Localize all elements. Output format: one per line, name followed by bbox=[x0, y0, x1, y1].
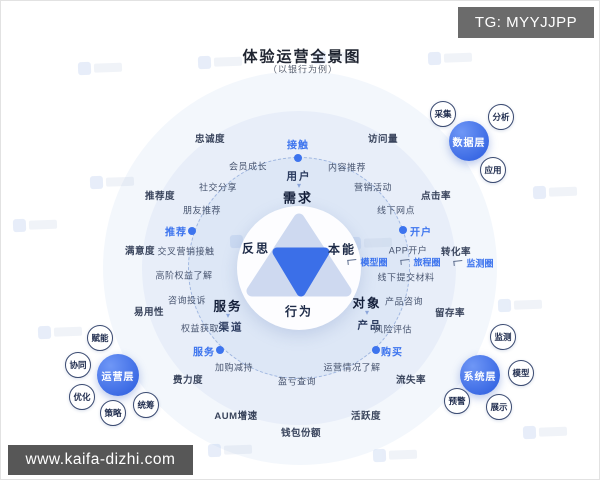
layer-circle-data: 数据层 bbox=[449, 121, 489, 161]
layer-circle-system: 系统层 bbox=[460, 355, 500, 395]
website-url-badge: www.kaifa-dizhi.com bbox=[8, 445, 193, 475]
journey-label: 内容推荐 bbox=[327, 162, 367, 173]
touchpoint-contact: 接触 bbox=[287, 140, 309, 152]
watermark-logo bbox=[197, 55, 243, 70]
metric-label: 易用性 bbox=[133, 307, 165, 318]
touchpoint-dot bbox=[372, 346, 380, 354]
journey-label: 运营情况了解 bbox=[323, 362, 381, 373]
ring-label-journey: 旅程圈 bbox=[413, 257, 441, 268]
watermark-logo bbox=[77, 61, 123, 76]
satellite-circle: 监测 bbox=[490, 324, 516, 350]
watermark-logo bbox=[532, 185, 578, 200]
watermark-logo bbox=[12, 218, 58, 233]
vertex-right-sub: 产品 bbox=[357, 319, 383, 332]
brain-levels-triangle-emblem bbox=[246, 213, 352, 297]
watermark-logo bbox=[522, 425, 568, 440]
vertex-left-label: 服务 bbox=[213, 299, 243, 314]
vertex-top-label: 用户 bbox=[286, 170, 312, 183]
vertex-left-sub: 渠道 bbox=[218, 321, 244, 334]
journey-label: 线下提交材料 bbox=[377, 272, 435, 283]
leader-arrow-icon bbox=[400, 259, 410, 265]
journey-label: 会员成长 bbox=[228, 161, 268, 172]
journey-label: 权益获取 bbox=[180, 323, 220, 334]
tg-contact-badge: TG: MYYJJPP bbox=[458, 7, 594, 38]
touchpoint-service: 服务 bbox=[193, 347, 215, 359]
metric-label: 留存率 bbox=[434, 308, 466, 319]
touchpoint-dot bbox=[188, 227, 196, 235]
metric-label: AUM增速 bbox=[214, 411, 258, 422]
touchpoint-dot bbox=[399, 226, 407, 234]
journey-label: 社交分享 bbox=[198, 182, 238, 193]
triangle-label-reflect: 反思 bbox=[241, 241, 271, 256]
journey-label: 交叉营销接触 bbox=[157, 246, 215, 257]
watermark-logo bbox=[207, 443, 253, 458]
triangle-label-instinct: 本能 bbox=[327, 242, 357, 257]
metric-label: 满意度 bbox=[124, 246, 156, 257]
journey-label: 朋友推荐 bbox=[182, 205, 222, 216]
satellite-circle: 优化 bbox=[69, 384, 95, 410]
journey-label: 产品咨询 bbox=[384, 296, 424, 307]
ring-label-model: 模型圈 bbox=[360, 257, 388, 268]
touchpoint-open-account: 开户 bbox=[410, 227, 432, 239]
satellite-circle: 协同 bbox=[65, 352, 91, 378]
chevron-down-icon: ▾ bbox=[225, 311, 231, 320]
satellite-circle: 预警 bbox=[444, 388, 470, 414]
journey-label: 线下网点 bbox=[376, 205, 416, 216]
satellite-circle: 统筹 bbox=[133, 392, 159, 418]
metric-label: 忠诚度 bbox=[194, 134, 226, 145]
vertex-top-sub: 需求 bbox=[282, 190, 314, 206]
journey-label: 营销活动 bbox=[353, 182, 393, 193]
journey-label: 咨询投诉 bbox=[167, 295, 207, 306]
page-subtitle: （以银行为例） bbox=[267, 64, 339, 75]
metric-label: 点击率 bbox=[420, 191, 452, 202]
metric-label: 推荐度 bbox=[144, 191, 176, 202]
metric-label: 活跃度 bbox=[350, 411, 382, 422]
satellite-circle: 策略 bbox=[100, 400, 126, 426]
watermark-logo bbox=[427, 51, 473, 66]
watermark-logo bbox=[497, 298, 543, 313]
watermark-logo bbox=[37, 325, 83, 340]
metric-label: 流失率 bbox=[395, 375, 427, 386]
satellite-circle: 模型 bbox=[508, 360, 534, 386]
touchpoint-dot bbox=[294, 154, 302, 162]
journey-label: 高阶权益了解 bbox=[155, 270, 213, 281]
journey-label: 风险评估 bbox=[373, 324, 413, 335]
metric-label: 转化率 bbox=[440, 247, 472, 258]
touchpoint-recommend: 推荐 bbox=[165, 227, 187, 239]
downward-triangle bbox=[272, 247, 330, 297]
journey-label: APP开户 bbox=[388, 245, 428, 256]
touchpoint-dot bbox=[216, 346, 224, 354]
layer-circle-ops: 运营层 bbox=[97, 354, 139, 396]
metric-label: 费力度 bbox=[172, 375, 204, 386]
leader-arrow-icon bbox=[453, 260, 463, 266]
satellite-circle: 应用 bbox=[480, 157, 506, 183]
chevron-down-icon: ▾ bbox=[296, 181, 302, 190]
metric-label: 访问量 bbox=[367, 134, 399, 145]
watermark-logo bbox=[89, 175, 135, 190]
triangle-label-behavior: 行为 bbox=[284, 304, 314, 319]
page-title: 体验运营全景图 bbox=[242, 48, 362, 66]
journey-label: 盈亏查询 bbox=[277, 376, 317, 387]
watermark-logo bbox=[372, 448, 418, 463]
vertex-right-label: 对象 bbox=[352, 296, 382, 311]
metric-label: 钱包份额 bbox=[280, 428, 322, 439]
satellite-circle: 分析 bbox=[488, 104, 514, 130]
journey-ring-dashed-circle bbox=[188, 157, 410, 379]
chevron-down-icon: ▾ bbox=[364, 308, 370, 317]
ring-label-monitor: 监测圈 bbox=[466, 258, 494, 269]
satellite-circle: 赋能 bbox=[87, 325, 113, 351]
leader-arrow-icon bbox=[347, 259, 357, 265]
journey-label: 加购减持 bbox=[214, 362, 254, 373]
satellite-circle: 展示 bbox=[486, 394, 512, 420]
touchpoint-purchase: 购买 bbox=[381, 347, 403, 359]
satellite-circle: 采集 bbox=[430, 101, 456, 127]
